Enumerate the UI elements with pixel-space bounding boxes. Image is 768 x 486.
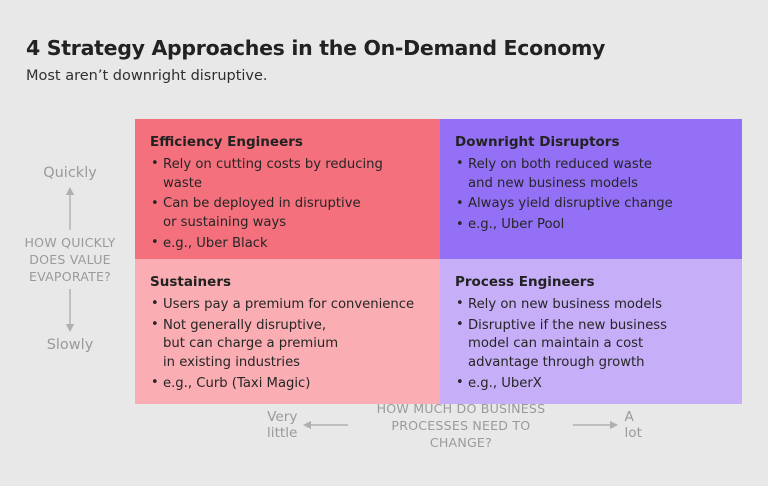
quadrant-title: Process Engineers (455, 274, 595, 290)
quadrant-efficiency-engineers: Efficiency Engineers Rely on cutting cos… (135, 119, 440, 259)
header: 4 Strategy Approaches in the On-Demand E… (26, 36, 726, 85)
x-axis-right-label: A lot (624, 408, 642, 441)
quadrant-matrix: Efficiency Engineers Rely on cutting cos… (135, 119, 742, 404)
quadrant-process-engineers: Process Engineers Rely on new business m… (440, 259, 742, 404)
quadrant-sustainers: Sustainers Users pay a premium for conve… (135, 259, 440, 404)
quadrant-title: Sustainers (150, 274, 232, 290)
list-item: e.g., Uber Black (150, 234, 426, 254)
vertical-axis: Quickly HOW QUICKLY DOES VALUE EVAPORATE… (8, 165, 132, 355)
y-axis-low-label: Slowly (46, 337, 94, 354)
list-item: Disruptive if the new business model can… (455, 316, 728, 373)
arrow-right-icon (573, 420, 619, 430)
arrow-up-icon (65, 187, 75, 231)
page-title: 4 Strategy Approaches in the On-Demand E… (26, 36, 606, 60)
list-item: Users pay a premium for convenience (150, 295, 426, 315)
x-axis-title: HOW MUCH DO BUSINESS PROCESSES NEED TO C… (376, 400, 546, 450)
list-item: e.g., UberX (455, 374, 728, 394)
quadrant-title: Efficiency Engineers (150, 134, 303, 150)
list-item: e.g., Curb (Taxi Magic) (150, 374, 426, 394)
list-item: Rely on both reduced waste and new busin… (455, 155, 728, 193)
x-axis-left-label: Very little (267, 408, 298, 441)
y-axis-title: HOW QUICKLY DOES VALUE EVAPORATE? (24, 235, 116, 285)
list-item: Can be deployed in disruptive or sustain… (150, 195, 426, 232)
list-item: Rely on cutting costs by reducing waste (150, 155, 426, 193)
quadrant-bullet-list: Rely on cutting costs by reducing waste … (150, 155, 426, 254)
quadrant-title: Downright Disruptors (455, 134, 620, 150)
quadrant-bullet-list: Users pay a premium for convenience Not … (150, 295, 426, 394)
page-subtitle: Most aren’t downright disruptive. (26, 67, 268, 84)
quadrant-downright-disruptors: Downright Disruptors Rely on both reduce… (440, 119, 742, 259)
quadrant-bullet-list: Rely on new business models Disruptive i… (455, 295, 728, 394)
arrow-left-icon (303, 420, 349, 430)
list-item: e.g., Uber Pool (455, 216, 728, 235)
y-axis-high-label: Quickly (43, 165, 97, 181)
horizontal-axis: Very little HOW MUCH DO BUSINESS PROCESS… (240, 401, 670, 450)
list-item: Rely on new business models (455, 295, 728, 315)
arrow-down-icon (65, 289, 75, 333)
list-item: Not generally disruptive, but can charge… (150, 316, 426, 373)
quadrant-bullet-list: Rely on both reduced waste and new busin… (455, 155, 728, 235)
list-item: Always yield disruptive change (455, 195, 728, 214)
